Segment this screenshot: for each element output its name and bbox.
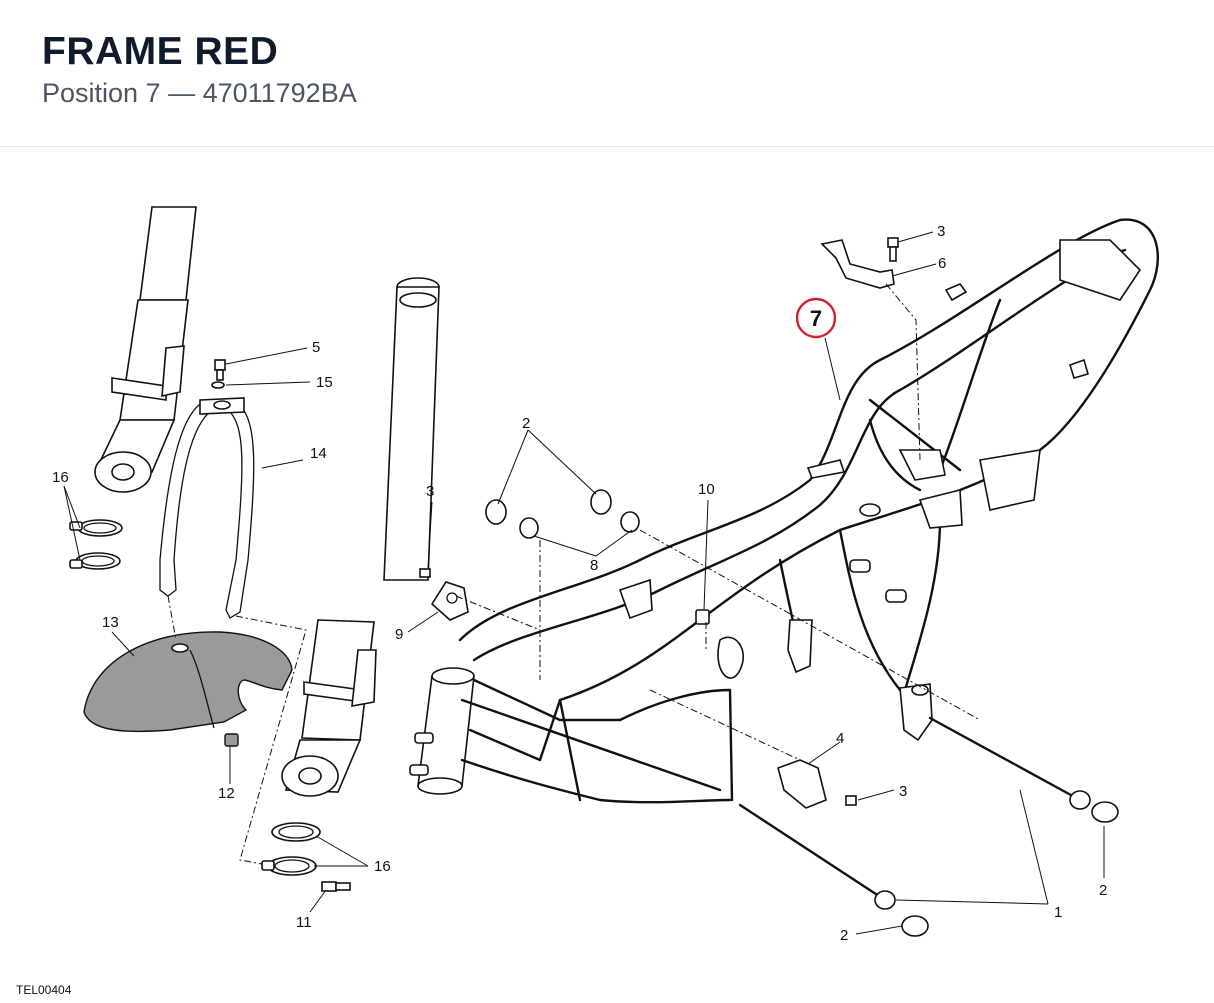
callout-3: 3 (899, 783, 907, 800)
callout-6: 6 (938, 255, 946, 272)
bolt-3-right[interactable] (845, 795, 857, 806)
callout-9: 9 (395, 626, 403, 643)
bolt-11[interactable] (321, 881, 351, 892)
left-fork-leg[interactable] (94, 206, 197, 493)
cable-guide-9[interactable] (430, 581, 469, 621)
callout-4: 4 (836, 730, 844, 747)
callout-2: 2 (1099, 882, 1107, 899)
callout-1: 1 (1054, 904, 1062, 921)
fork-clamps-right[interactable] (261, 822, 321, 876)
clip-10[interactable] (695, 609, 710, 625)
bolt-5[interactable] (214, 359, 226, 381)
page-subtitle: Position 7 — 47011792BA (42, 78, 357, 108)
callout-3: 3 (426, 483, 434, 500)
spindle-rods[interactable] (738, 716, 1091, 910)
fork-clamps-left[interactable] (69, 519, 123, 570)
callout-16: 16 (52, 469, 69, 486)
exploded-parts-diagram: 3 6 5 15 14 2 3 10 16 8 9 13 4 12 3 16 2… (52, 206, 1159, 944)
callout-14: 14 (310, 445, 327, 462)
callout-labels: 3 6 5 15 14 2 3 10 16 8 9 13 4 12 3 16 2… (52, 223, 1107, 944)
bracket-4[interactable] (777, 759, 827, 809)
callout-13: 13 (102, 614, 119, 631)
assembly-lines (167, 283, 981, 865)
callout-10: 10 (698, 481, 715, 498)
callout-12: 12 (218, 785, 235, 802)
callout-5: 5 (312, 339, 320, 356)
rubber-caps[interactable] (485, 489, 1119, 937)
highlight-callout-7[interactable]: 7 (795, 297, 837, 339)
bracket-6[interactable] (820, 239, 895, 289)
callout-11: 11 (296, 914, 312, 931)
callout-3: 3 (937, 223, 945, 240)
fender-bracket[interactable] (159, 397, 255, 619)
page-title: FRAME RED (42, 30, 279, 73)
callout-16: 16 (374, 858, 391, 875)
frame-red[interactable] (409, 218, 1159, 804)
leader-lines (63, 231, 1105, 935)
rubber-pad-12[interactable] (224, 733, 239, 747)
callout-8: 8 (590, 557, 598, 574)
front-mudguard[interactable] (83, 631, 293, 733)
highlight-label: 7 (810, 306, 822, 331)
bolt-3-top[interactable] (887, 237, 899, 262)
page-header: FRAME RED Position 7 — 47011792BA (0, 0, 1214, 147)
callout-15: 15 (316, 374, 333, 391)
right-fork-leg[interactable] (281, 277, 440, 797)
washer-15[interactable] (211, 381, 225, 389)
drawing-code: TEL00404 (16, 983, 72, 997)
bolt-3-left[interactable] (419, 568, 431, 578)
callout-2: 2 (840, 927, 848, 944)
callout-2: 2 (522, 415, 530, 432)
